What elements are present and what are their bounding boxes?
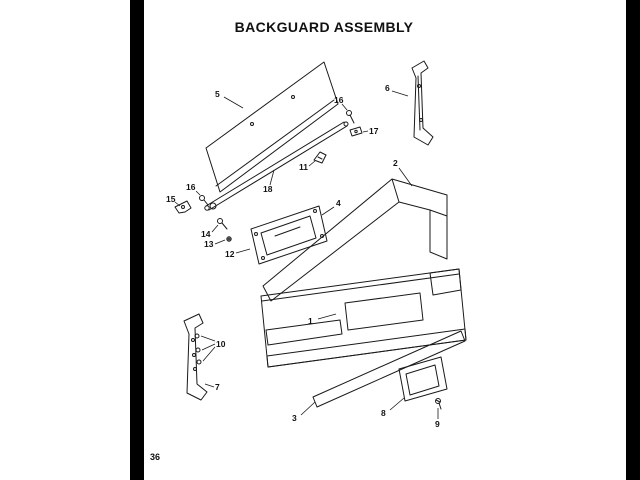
part-label-11: 11 xyxy=(299,162,308,172)
part-5-drawing: 5 xyxy=(205,61,339,193)
part-label-7: 7 xyxy=(215,382,220,392)
scan-border-left xyxy=(130,0,144,480)
scan-border-right xyxy=(626,0,640,480)
part-12-drawing: 12 4 xyxy=(225,198,341,265)
part-16-lower-drawing: 16 xyxy=(186,182,209,206)
part-17-drawing: 17 xyxy=(349,126,379,137)
part-13-drawing: 13 xyxy=(204,236,232,249)
part-label-14: 14 xyxy=(201,229,211,239)
part-label-18: 18 xyxy=(263,184,273,194)
part-label-3: 3 xyxy=(292,413,297,423)
part-1-drawing: 1 xyxy=(260,268,467,368)
part-3-drawing: 3 xyxy=(292,330,466,423)
part-8-drawing: 8 xyxy=(381,356,448,418)
part-9-drawing: 9 xyxy=(435,398,442,429)
part-label-5: 5 xyxy=(215,89,220,99)
part-label-2: 2 xyxy=(393,158,398,168)
part-label-16-upper: 16 xyxy=(334,95,344,105)
part-label-8: 8 xyxy=(381,408,386,418)
part-label-13: 13 xyxy=(204,239,214,249)
page-title: BACKGUARD ASSEMBLY xyxy=(234,19,414,35)
part-label-9: 9 xyxy=(435,419,440,429)
part-6-drawing: 6 xyxy=(385,60,434,146)
part-14-drawing: 14 xyxy=(201,218,228,239)
part-label-17: 17 xyxy=(369,126,379,136)
part-label-15: 15 xyxy=(166,194,176,204)
part-15-drawing: 15 xyxy=(166,194,192,214)
part-18-drawing: 18 xyxy=(204,121,349,211)
part-16-upper-drawing: 16 xyxy=(334,95,355,124)
part-label-6: 6 xyxy=(385,83,390,93)
part-11-drawing: 11 xyxy=(299,151,327,172)
part-7-drawing: 7 10 xyxy=(183,313,226,401)
page-number: 36 xyxy=(150,452,161,462)
part-label-4: 4 xyxy=(336,198,341,208)
part-label-10: 10 xyxy=(216,339,226,349)
part-label-16-lower: 16 xyxy=(186,182,196,192)
part-2-drawing: 2 xyxy=(262,158,448,302)
part-label-12: 12 xyxy=(225,249,235,259)
part-label-1: 1 xyxy=(308,316,313,326)
